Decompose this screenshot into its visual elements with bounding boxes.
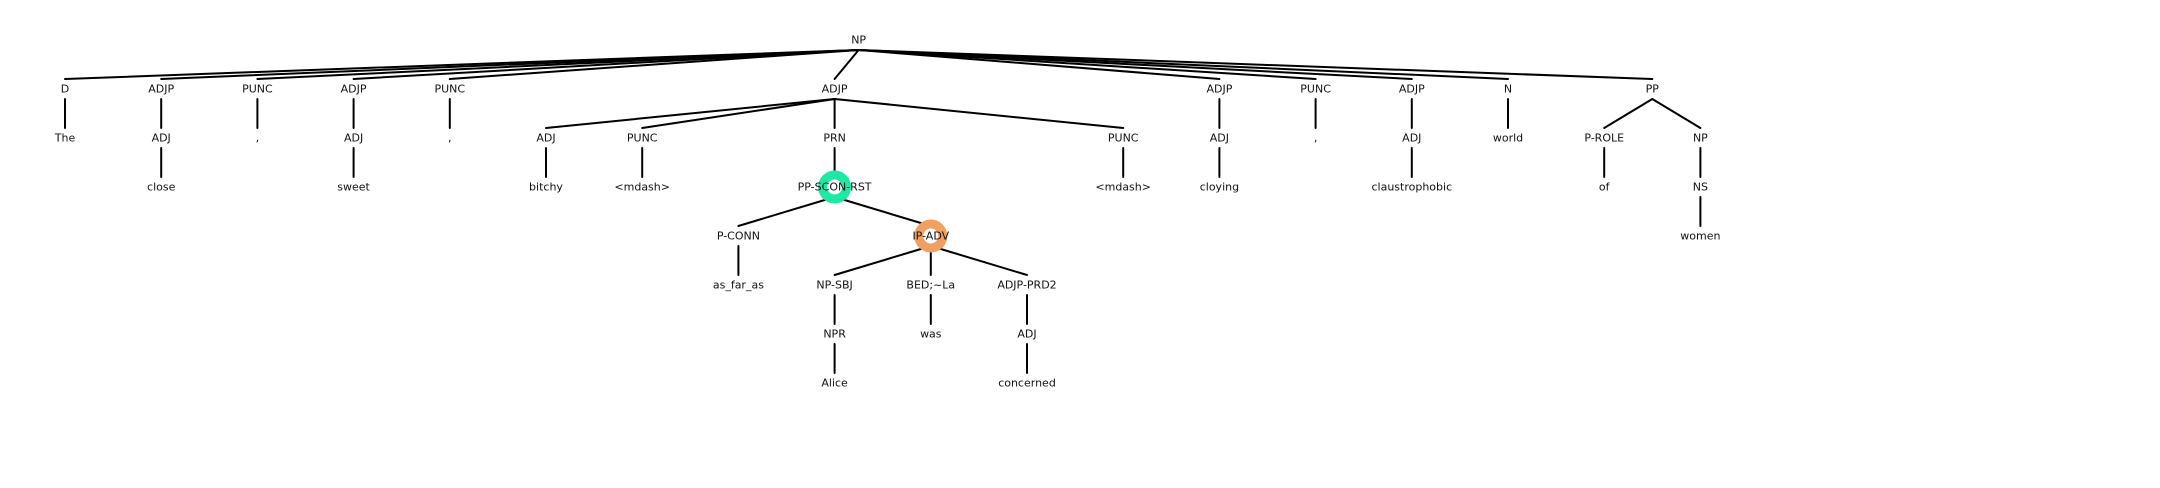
tag-adj: ADJ: [1017, 328, 1036, 341]
tree-edge: [857, 49, 1221, 80]
word-mdash: <mdash>: [614, 181, 670, 194]
word-was: was: [920, 328, 942, 341]
tree-edge: [833, 49, 860, 80]
tag-punc: PUNC: [1108, 132, 1139, 145]
tag-adj: ADJ: [1402, 132, 1421, 145]
tag-bed-la: BED;~La: [906, 279, 955, 292]
tag-prn: PRN: [823, 132, 846, 145]
node-highlight-teal: [818, 170, 852, 204]
word-of: of: [1599, 181, 1611, 194]
tree-edge: [448, 49, 860, 80]
tag-adjp: ADJP: [822, 83, 848, 96]
tag-adj: ADJ: [1210, 132, 1229, 145]
word-punct: ,: [256, 132, 260, 145]
word-world: world: [1493, 132, 1523, 145]
tag-np: NP: [1693, 132, 1708, 145]
tag-adj: ADJ: [152, 132, 171, 145]
tree-edge: [737, 196, 836, 227]
tag-adj: ADJ: [344, 132, 363, 145]
word-punct: ,: [1314, 132, 1318, 145]
tree-edge: [352, 49, 860, 80]
tag-adjp: ADJP: [341, 83, 367, 96]
tree-edge: [929, 245, 1028, 276]
tag-np-sbj: NP-SBJ: [816, 279, 852, 292]
tree-edge: [641, 98, 836, 129]
tag-ns: NS: [1693, 181, 1708, 194]
word-claustrophobic: claustrophobic: [1371, 181, 1452, 194]
tree-edge: [833, 245, 932, 276]
tag-adj: ADJ: [536, 132, 555, 145]
tag-punc: PUNC: [242, 83, 273, 96]
word-mdash: <mdash>: [1095, 181, 1151, 194]
tag-adjp-prd2: ADJP-PRD2: [997, 279, 1056, 292]
tag-pp-scon-rst: PP-SCON-RST: [798, 181, 872, 194]
tree-edge: [1603, 98, 1654, 129]
tree-edge: [545, 98, 836, 129]
word-as-far-as: as_far_as: [713, 279, 764, 292]
word-women: women: [1680, 230, 1720, 243]
tree-edge: [833, 196, 932, 227]
tree-edges: [64, 49, 1702, 374]
tag-adjp: ADJP: [1399, 83, 1425, 96]
tag-punc: PUNC: [1300, 83, 1331, 96]
tree-edge: [833, 98, 1125, 129]
tag-pp: PP: [1646, 83, 1660, 96]
node-highlight-orange: [914, 219, 948, 253]
tag-adjp: ADJP: [1206, 83, 1232, 96]
word-concerned: concerned: [998, 377, 1056, 390]
tag-d: D: [61, 83, 69, 96]
word-bitchy: bitchy: [529, 181, 563, 194]
tag-n: N: [1504, 83, 1512, 96]
word-punct: ,: [448, 132, 452, 145]
tag-p-role: P-ROLE: [1584, 132, 1624, 145]
tree-edge: [857, 49, 1654, 80]
word-the: The: [54, 132, 76, 145]
tree-edge: [1651, 98, 1702, 129]
tag-punc: PUNC: [435, 83, 466, 96]
word-alice: Alice: [821, 377, 848, 390]
word-cloying: cloying: [1200, 181, 1239, 194]
tag-p-conn: P-CONN: [717, 230, 760, 243]
word-sweet: sweet: [337, 181, 370, 194]
tag-punc: PUNC: [627, 132, 658, 145]
node-highlights: [818, 170, 948, 253]
tag-adjp: ADJP: [148, 83, 174, 96]
tree-labels: NP D The ADJP ADJ close PUNC, ADJP ADJ sweet PUNC,…: [54, 34, 1721, 390]
tag-ip-adv: IP-ADV: [912, 230, 949, 243]
tag-npr: NPR: [823, 328, 846, 341]
tag-np: NP: [851, 34, 866, 47]
word-close: close: [147, 181, 176, 194]
